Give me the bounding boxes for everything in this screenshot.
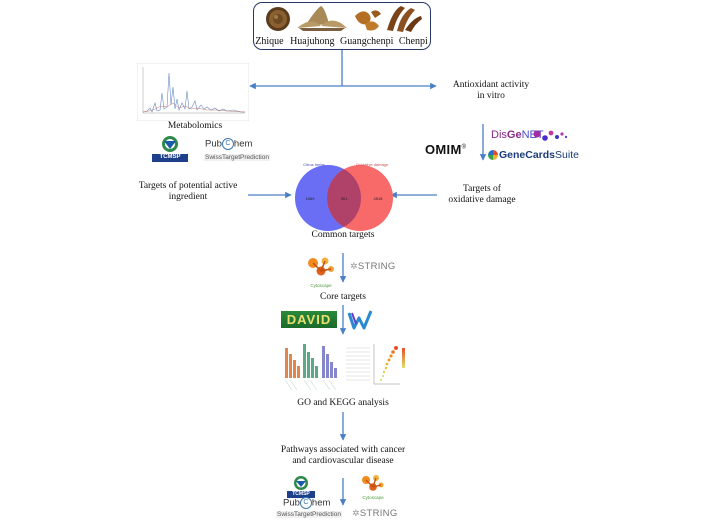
targets-oxidative-label: Targets of oxidative damage — [448, 184, 516, 205]
go-bar-chart-image — [282, 340, 342, 392]
venn-overlap-count: 301 — [341, 196, 348, 201]
guangchenpi-image — [355, 10, 381, 31]
tcmsp-logo: TCMSP — [150, 133, 190, 163]
metabolomics-label: Metabolomics — [167, 121, 223, 131]
swiss-logo-bottom: SwissTargetPrediction — [276, 511, 342, 518]
pubchem-bottom-text-a: Pub — [283, 497, 300, 509]
herb-label-chenpi: Chenpi — [398, 36, 428, 47]
kegg-bubble-chart-image — [344, 342, 408, 388]
common-targets-label: Common targets — [311, 230, 375, 240]
disgenet-text-b: Ge — [506, 129, 522, 141]
herb-box: Zhique Huajuhong Guangchenpi Chenpi — [253, 2, 431, 50]
herb-label-guangchenpi: Guangchenpi — [340, 36, 394, 47]
huajuhong-image — [297, 6, 347, 31]
string-bottom-text: STRING — [359, 508, 398, 519]
pathways-label: Pathways associated with cancer and card… — [280, 445, 406, 466]
string-bottom-star-icon: ✲ — [352, 508, 360, 518]
cytoscape-logo-icon — [308, 257, 334, 276]
disgenet-text-a: Dis — [491, 129, 507, 141]
david-logo: DAVID — [281, 311, 337, 328]
core-targets-label: Core targets — [320, 292, 366, 302]
cytoscape-text-bottom: Cytoscape — [362, 495, 384, 500]
genecards-text: GeneCards — [499, 149, 556, 161]
go-kegg-label: GO and KEGG analysis — [297, 398, 389, 408]
genecards-icon — [488, 150, 498, 161]
antioxidant-label: Antioxidant activity in vitro — [452, 80, 530, 101]
pubchem-bottom-text-b: hem — [311, 497, 331, 509]
string-logo-bottom: ✲STRING — [352, 508, 398, 519]
swiss-logo: SwissTargetPrediction — [204, 154, 270, 161]
herb-labels: Zhique Huajuhong Guangchenpi Chenpi — [254, 36, 429, 47]
tcmsp-text: TCMSP — [159, 154, 181, 160]
venn-right-count: 4518 — [374, 196, 384, 201]
venn-left-count: 1069 — [306, 196, 316, 201]
omim-text: OMIM — [425, 142, 462, 157]
omim-registered: ® — [461, 144, 467, 151]
disgenet-dots-icon — [533, 130, 568, 141]
venn-diagram: Citrus herbs Oxidative damage 1069 301 4… — [295, 162, 393, 231]
chenpi-image — [387, 6, 422, 32]
w-logo-icon — [347, 310, 373, 330]
david-text: DAVID — [286, 312, 332, 327]
herb-images — [266, 6, 422, 32]
pubchem-text-b: hem — [233, 138, 253, 150]
chromatogram-image — [137, 63, 249, 121]
venn-left-title: Citrus herbs — [303, 162, 325, 167]
omim-logo: OMIM® — [425, 142, 466, 157]
string-star-icon: ✲ — [350, 261, 358, 271]
genecards-logo: GeneCardsSuite — [488, 149, 579, 161]
tcmsp-logo-bottom: TCMSP — [285, 474, 317, 498]
herb-label-zhique: Zhique — [255, 36, 284, 47]
genecards-suite-text: Suite — [555, 149, 579, 161]
pubchem-c-icon: C — [221, 138, 234, 150]
pubchem-bottom-c-icon: C — [299, 497, 312, 509]
string-text: STRING — [357, 261, 396, 272]
string-logo: ✲STRING — [350, 261, 396, 272]
zhique-image — [266, 7, 290, 31]
pubchem-text-a: Pub — [205, 138, 222, 150]
cytoscape-text: Cytoscape — [310, 283, 332, 288]
targets-active-label: Targets of potential active ingredient — [138, 181, 238, 202]
venn-right-title: Oxidative damage — [356, 162, 389, 167]
venn-overlap — [327, 165, 361, 231]
herb-label-huajuhong: Huajuhong — [290, 36, 335, 47]
tcmsp-text-bottom: TCMSP — [292, 491, 310, 497]
cytoscape-logo-bottom-icon — [362, 475, 384, 491]
